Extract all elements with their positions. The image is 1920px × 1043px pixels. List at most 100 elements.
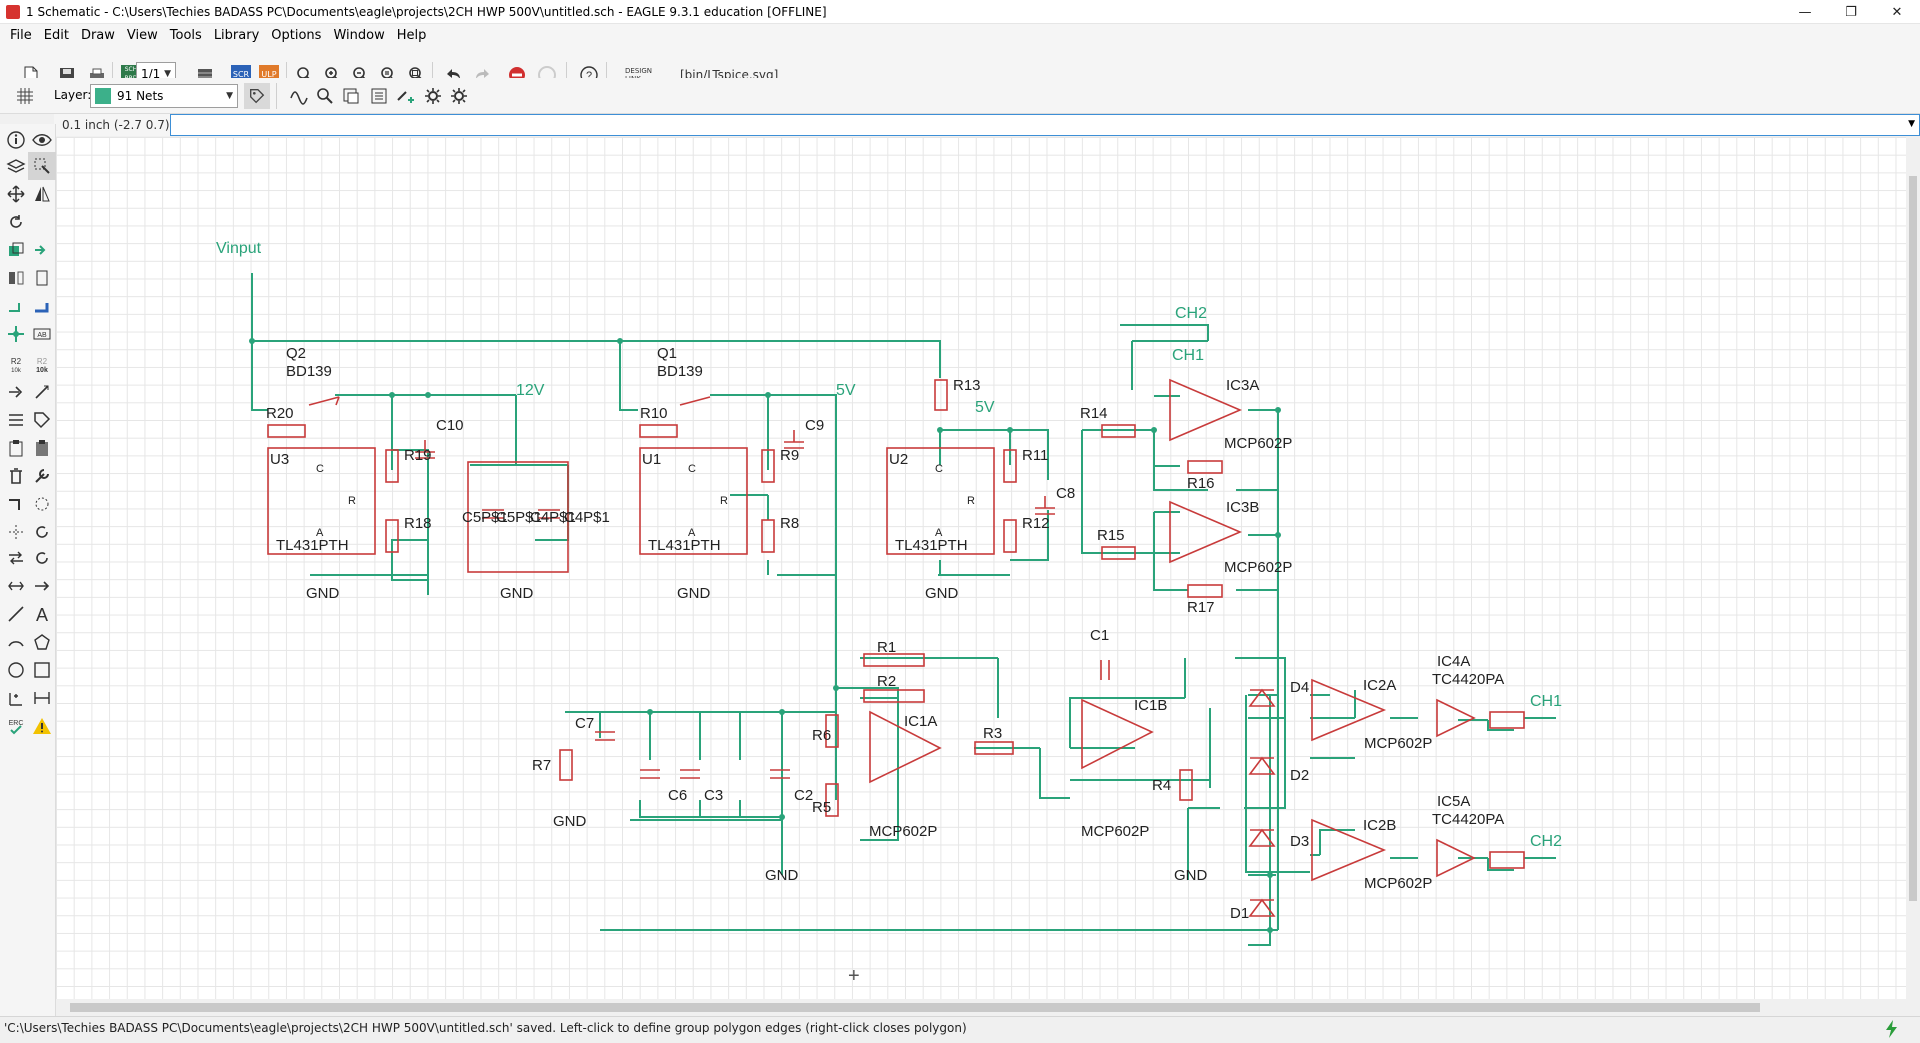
menu-view[interactable]: View [126,27,158,43]
label-ic4a[interactable]: IC4A [1437,653,1470,670]
gnd-label-1[interactable]: GND [306,585,340,602]
label-bd139-b[interactable]: BD139 [657,363,703,380]
grid-icon[interactable] [12,83,38,109]
clipboard-icon[interactable] [28,434,56,462]
menu-file[interactable]: File [10,27,32,43]
label-ic1b[interactable]: IC1B [1134,697,1167,714]
label-c1[interactable]: C1 [1090,627,1109,644]
label-ic1a[interactable]: IC1A [904,713,937,730]
menu-draw[interactable]: Draw [80,27,115,43]
group-select-icon[interactable] [28,152,56,180]
label-c10[interactable]: C10 [436,417,464,434]
label-r13[interactable]: R13 [953,377,981,394]
gear-icon[interactable] [420,83,446,109]
label-r7[interactable]: R7 [532,757,551,774]
eye-icon[interactable] [28,126,56,154]
erc-icon[interactable]: ERC [2,712,30,740]
label-r6[interactable]: R6 [812,727,831,744]
horizontal-scrollbar[interactable] [56,999,1906,1016]
gnd-label-6[interactable]: GND [765,867,799,884]
label-c3[interactable]: C3 [704,787,723,804]
label-ic3a[interactable]: IC3A [1226,377,1259,394]
menu-options[interactable]: Options [271,27,322,43]
gateswap-icon[interactable] [366,83,392,109]
label-r1[interactable]: R1 [877,639,896,656]
gnd-label-3[interactable]: GND [677,585,711,602]
undo-icon[interactable] [440,62,466,88]
swap-icon[interactable] [2,544,30,572]
align-icon[interactable] [2,572,30,600]
label-tc4420pa-2[interactable]: TC4420PA [1432,811,1504,828]
net-icon[interactable] [2,294,30,322]
label-mcp602p-6[interactable]: MCP602P [1364,875,1432,892]
pinswap-icon[interactable] [2,378,30,406]
label-r4[interactable]: R4 [1152,777,1171,794]
label-mcp602p-3[interactable]: MCP602P [869,823,937,840]
label-c5p1-b[interactable]: C5P$1 [496,509,542,526]
delete-icon[interactable] [2,462,30,490]
mirror-icon[interactable] [28,180,56,208]
rectangle-icon[interactable] [28,656,56,684]
minimize-button[interactable]: — [1798,4,1812,20]
tag-icon[interactable] [28,406,56,434]
command-input[interactable]: ▼ [170,114,1920,136]
redo-icon[interactable] [470,62,496,88]
label-q1[interactable]: Q1 [657,345,677,362]
label-c4p1-a[interactable]: C4P$1 [530,509,576,526]
label-q2[interactable]: Q2 [286,345,306,362]
label-c6[interactable]: C6 [668,787,687,804]
label-d4[interactable]: D4 [1290,679,1309,696]
invoke-icon[interactable] [338,83,364,109]
menu-tools[interactable]: Tools [169,27,202,43]
lightning-icon[interactable] [1882,1019,1902,1039]
menu-window[interactable]: Window [333,27,385,43]
gnd-label-2[interactable]: GND [500,585,534,602]
label-r10[interactable]: R10 [640,405,668,422]
net-label-5v-left[interactable]: 5V [836,382,856,399]
arrow-icon[interactable] [28,572,56,600]
paste-icon[interactable] [2,434,30,462]
smash-icon[interactable] [28,236,56,264]
dimension-icon[interactable] [28,684,56,712]
vertical-scrollbar[interactable] [1906,166,1920,999]
rotate-icon[interactable] [2,208,30,236]
label-icon[interactable]: AB [28,320,56,348]
label-ic3b[interactable]: IC3B [1226,499,1259,516]
label-ic2a[interactable]: IC2A [1363,677,1396,694]
label-tl431-c[interactable]: TL431PTH [895,537,968,554]
junction-icon[interactable] [2,320,30,348]
label-u3[interactable]: U3 [270,451,289,468]
label-c5p1-a[interactable]: C5P$1 [462,509,508,526]
layers-icon[interactable] [2,152,30,180]
label-ic5a[interactable]: IC5A [1437,793,1470,810]
label-tl431-b[interactable]: TL431PTH [648,537,721,554]
polygon-icon[interactable] [28,628,56,656]
label-c4p1-b[interactable]: C4P$1 [564,509,610,526]
info-icon[interactable] [2,126,30,154]
bus-icon[interactable] [28,294,56,322]
label-r18[interactable]: R18 [404,515,432,532]
label-r2[interactable]: R2 [877,673,896,690]
label-u2[interactable]: U2 [889,451,908,468]
gate-icon[interactable] [28,544,56,572]
attribute-icon[interactable] [2,406,30,434]
warning-icon[interactable] [28,712,56,740]
label-r9[interactable]: R9 [780,447,799,464]
label-tc4420pa-1[interactable]: TC4420PA [1432,671,1504,688]
label-r12[interactable]: R12 [1022,515,1050,532]
show-icon[interactable] [312,83,338,109]
layer-select[interactable]: 91 Nets ▼ [90,84,238,108]
ripup-icon[interactable] [2,490,30,518]
net-label-ch1-top[interactable]: CH1 [1172,347,1204,364]
menu-help[interactable]: Help [396,27,427,43]
gnd-label-5[interactable]: GND [553,813,587,830]
arc-icon[interactable] [2,628,30,656]
circle-icon[interactable] [2,656,30,684]
label-d1[interactable]: D1 [1230,905,1249,922]
label-d3[interactable]: D3 [1290,833,1309,850]
wrench-icon[interactable] [28,462,56,490]
menu-library[interactable]: Library [213,27,260,43]
label-r17[interactable]: R17 [1187,599,1215,616]
